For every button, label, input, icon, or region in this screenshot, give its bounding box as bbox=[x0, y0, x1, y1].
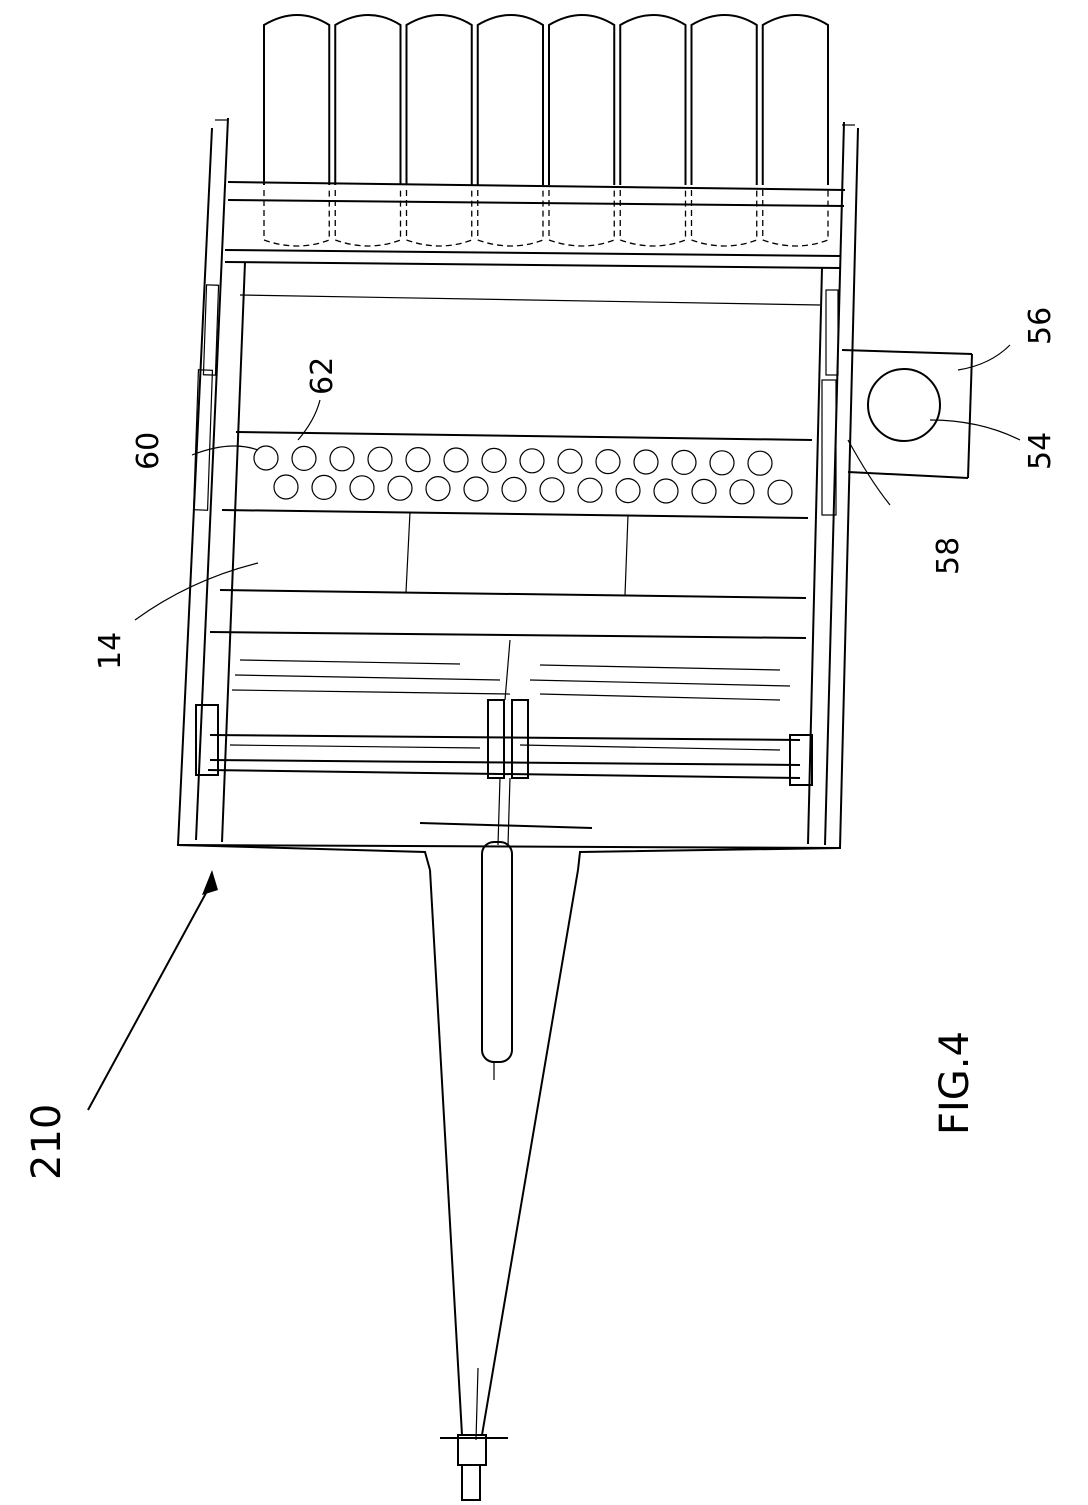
leader-lines bbox=[134, 344, 1021, 621]
roller-hidden-outline bbox=[405, 190, 473, 247]
roller bbox=[263, 14, 331, 185]
perforation-hole bbox=[291, 445, 317, 471]
perforation-hole bbox=[387, 475, 413, 501]
perforation-hole bbox=[691, 478, 717, 504]
label-14: 14 bbox=[93, 632, 128, 670]
roller bbox=[476, 14, 544, 185]
perforation-hole bbox=[463, 476, 489, 502]
roller-group bbox=[263, 14, 829, 247]
lower-drum bbox=[195, 639, 813, 786]
perforation-group bbox=[253, 445, 793, 505]
perforation-hole bbox=[557, 448, 583, 474]
label-56: 56 bbox=[1023, 307, 1058, 345]
perforation-hole bbox=[671, 449, 697, 475]
perforation-hole bbox=[653, 478, 679, 504]
upper-crossbars bbox=[224, 181, 846, 269]
roller bbox=[690, 14, 758, 185]
label-58: 58 bbox=[931, 537, 966, 575]
machine-frame bbox=[176, 117, 859, 871]
perforation-hole bbox=[729, 479, 755, 505]
component-54-circle bbox=[867, 368, 941, 442]
perforation-hole bbox=[709, 450, 735, 476]
perforation-hole bbox=[633, 449, 659, 475]
perforation-hole bbox=[615, 478, 641, 504]
perforation-hole bbox=[595, 449, 621, 475]
label-60: 60 bbox=[131, 432, 166, 470]
perforation-hole bbox=[747, 450, 773, 476]
perforation-hole bbox=[311, 474, 337, 500]
perforation-hole bbox=[425, 476, 451, 502]
roller-hidden-outline bbox=[548, 190, 615, 247]
reference-numeral-210: 210 bbox=[24, 1104, 70, 1180]
perforation-hole bbox=[367, 446, 393, 472]
roller bbox=[548, 14, 616, 185]
perforation-hole bbox=[519, 448, 545, 474]
perforation-hole bbox=[405, 447, 431, 473]
perforation-hole bbox=[443, 447, 469, 473]
inner-chamber bbox=[209, 261, 823, 845]
label-54: 54 bbox=[1023, 432, 1058, 470]
roller-hidden-outline bbox=[619, 190, 687, 247]
perforation-hole bbox=[329, 446, 355, 472]
perforation-hole bbox=[253, 445, 279, 471]
perforation-hole bbox=[273, 474, 299, 500]
perforation-hole bbox=[349, 475, 375, 501]
label-text-group: 60 62 14 56 54 58 210 FIG.4 bbox=[24, 307, 1058, 1180]
roller-hidden-outline bbox=[477, 190, 544, 247]
roller-hidden-outline bbox=[334, 190, 402, 247]
side-actuators bbox=[192, 284, 839, 516]
perforation-hole bbox=[767, 479, 793, 505]
roller-hidden-outline bbox=[690, 190, 758, 247]
perforation-hole bbox=[481, 447, 507, 473]
perforation-hole bbox=[539, 477, 565, 503]
tow-tongue bbox=[419, 777, 593, 1501]
figure-caption: FIG.4 bbox=[932, 1031, 978, 1135]
roller bbox=[405, 14, 473, 185]
roller bbox=[619, 14, 687, 185]
roller-hidden-outline bbox=[762, 190, 829, 247]
label-62: 62 bbox=[305, 357, 340, 395]
perforation-hole bbox=[577, 477, 603, 503]
roller bbox=[761, 14, 829, 185]
perforation-hole bbox=[501, 476, 527, 502]
roller-hidden-outline bbox=[263, 190, 330, 247]
reference-arrow bbox=[87, 870, 218, 1111]
roller bbox=[334, 14, 402, 185]
component-56-housing bbox=[841, 349, 973, 479]
